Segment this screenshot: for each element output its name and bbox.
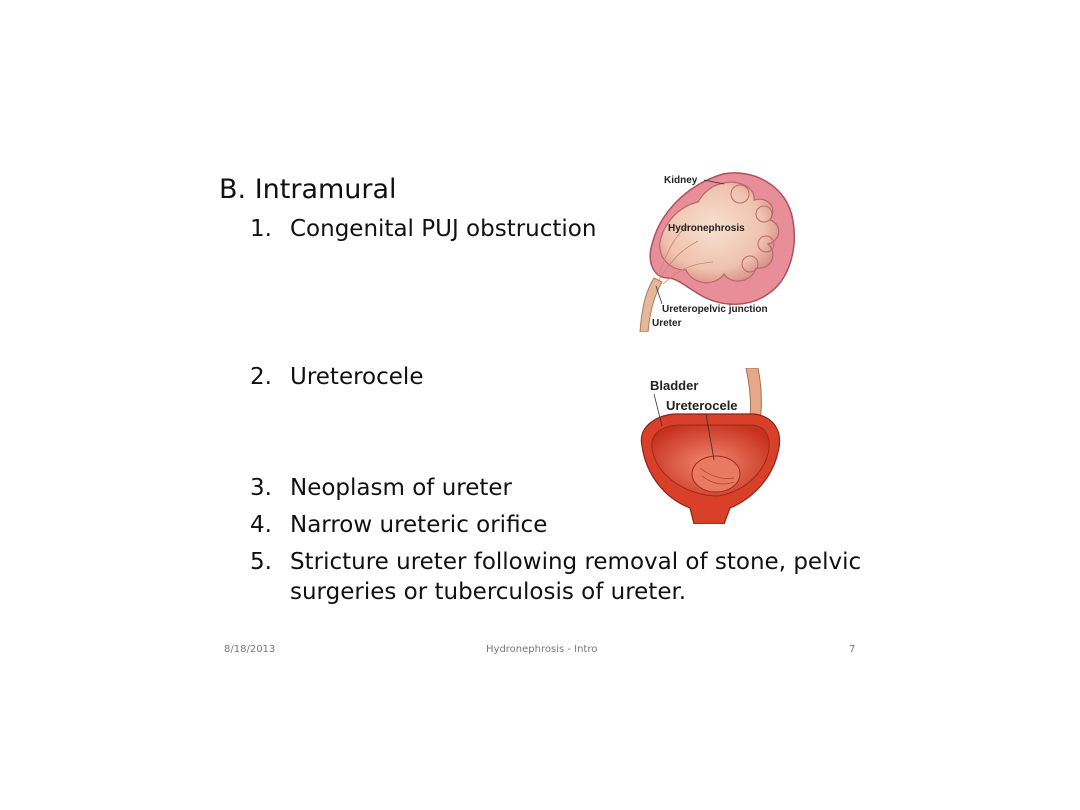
hydronephrosis-label: Hydronephrosis: [668, 223, 745, 234]
list-text: Stricture ureter following removal of st…: [290, 549, 862, 605]
vessel-line: [657, 225, 714, 285]
footer-date: 8/18/2013: [224, 644, 276, 655]
list-text: Neoplasm of ureter: [290, 475, 512, 501]
calyx-outline: [757, 235, 775, 253]
ureterocele-label: Ureterocele: [666, 398, 738, 413]
list-number: 1.: [250, 216, 272, 242]
calyx-outline: [755, 205, 773, 223]
footer-title: Hydronephrosis - Intro: [486, 644, 598, 655]
bladder-label: Bladder: [650, 378, 698, 393]
calyx-outline: [730, 184, 750, 204]
ureterocele-striation: [699, 467, 735, 485]
list-text: Congenital PUJ obstruction: [290, 216, 597, 242]
kidney-hydronephrosis-illustration: Kidney Hydronephrosis Ureteropelvic junc…: [639, 172, 795, 332]
upj-label: Ureteropelvic junction: [662, 304, 768, 315]
list-number: 5.: [250, 549, 272, 575]
list-text: Ureterocele: [290, 364, 424, 390]
list-number: 2.: [250, 364, 272, 390]
kidney-label: Kidney: [664, 175, 698, 186]
ureter-label: Ureter: [652, 318, 682, 329]
bladder-ureterocele-illustration: Bladder Ureterocele: [640, 368, 781, 524]
calyx-outline: [741, 255, 759, 273]
slide-heading: B. Intramural: [219, 174, 397, 205]
dilated-pelvis-shape: [659, 181, 780, 284]
list-number: 3.: [250, 475, 272, 501]
ureterocele-shape: [691, 455, 741, 493]
list-number: 4.: [250, 512, 272, 538]
footer-page-number: 7: [849, 644, 856, 655]
list-text: Narrow ureteric orifice: [290, 512, 548, 538]
